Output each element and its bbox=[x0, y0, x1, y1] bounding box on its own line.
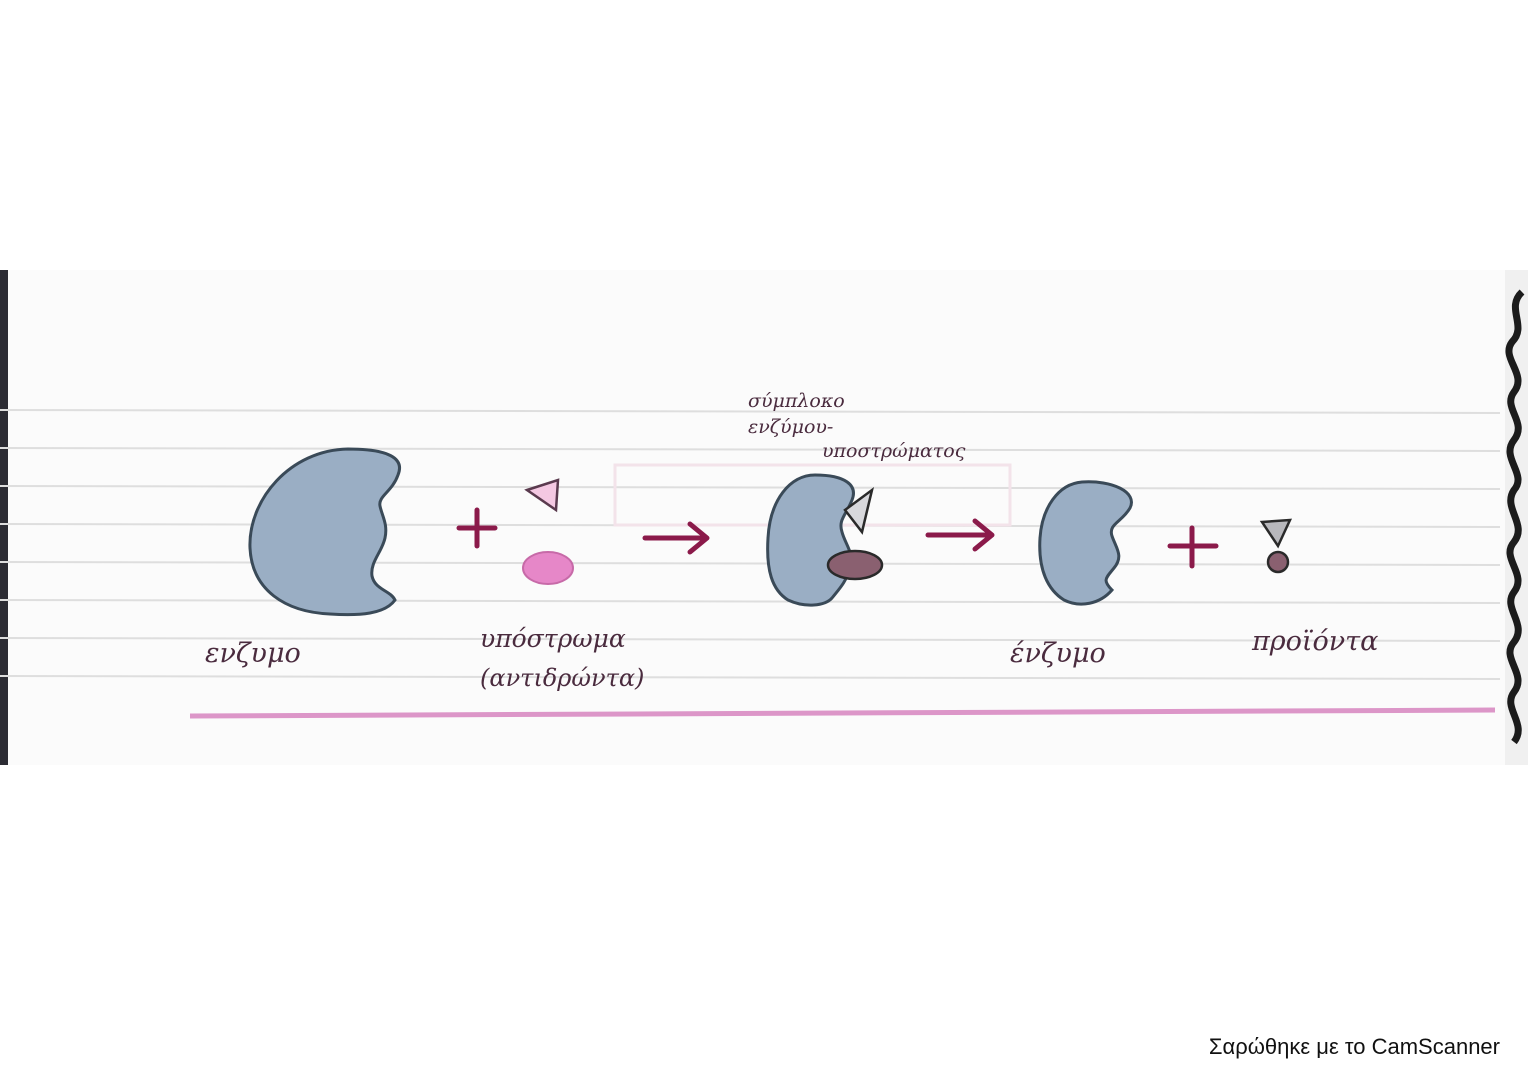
product-triangle bbox=[1259, 518, 1293, 549]
reactants-label: (αντιδρώντα) bbox=[480, 664, 645, 692]
enzyme-shape-1 bbox=[248, 447, 401, 617]
notebook-spiral bbox=[1505, 270, 1528, 765]
plus-sign-2 bbox=[1167, 525, 1219, 569]
product-circle bbox=[1266, 550, 1290, 574]
enzyme-label-2: ένζυμο bbox=[1010, 638, 1106, 669]
notebook-photo bbox=[0, 270, 1528, 765]
complex-triangle bbox=[843, 486, 875, 535]
products-label: προϊόντα bbox=[1252, 626, 1379, 657]
arrow-1 bbox=[642, 521, 710, 555]
left-edge-shadow bbox=[0, 270, 8, 765]
enzyme-shape-3 bbox=[1038, 480, 1133, 606]
plus-sign-1 bbox=[456, 507, 498, 549]
pink-underline bbox=[189, 707, 1496, 719]
substrate-triangle bbox=[524, 478, 560, 513]
complex-label-line-3: υποστρώματος bbox=[822, 440, 966, 462]
paper-background bbox=[0, 270, 1528, 765]
ruled-lines bbox=[0, 409, 1501, 680]
substrate-label: υπόστρωμα bbox=[480, 624, 626, 653]
complex-circle bbox=[826, 549, 884, 581]
arrow-2 bbox=[925, 518, 995, 552]
substrate-circle bbox=[522, 551, 574, 585]
enzyme-label-1: ενζυμο bbox=[205, 638, 301, 669]
complex-label-line-1: σύμπλοκο bbox=[748, 390, 845, 412]
camscanner-watermark: Σαρώθηκε με το CamScanner bbox=[1208, 1034, 1500, 1059]
enzyme-shape-2 bbox=[766, 473, 855, 607]
complex-label-line-2: ενζύμου- bbox=[748, 416, 834, 438]
